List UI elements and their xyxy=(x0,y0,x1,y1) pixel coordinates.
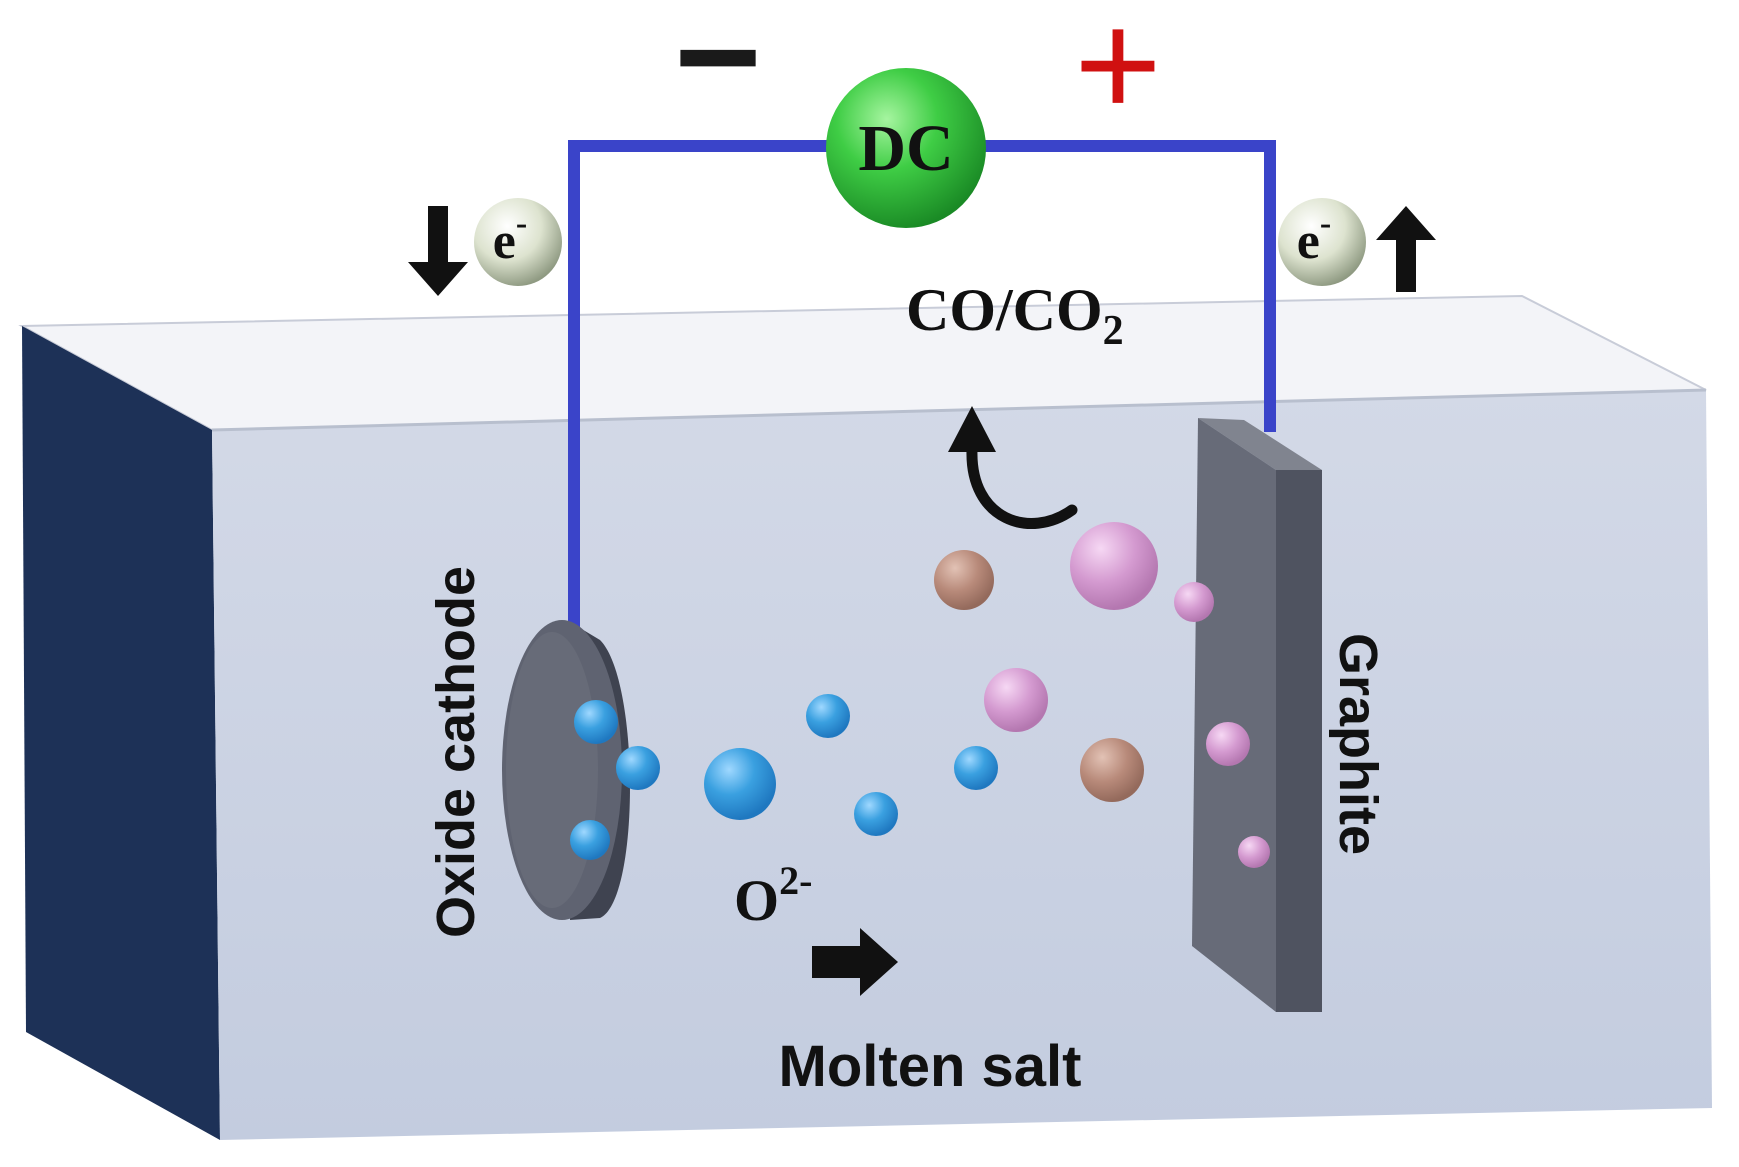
oxide-ion xyxy=(854,792,898,836)
electron-right-charge: - xyxy=(1320,205,1331,242)
right-arrow-icon xyxy=(812,928,898,996)
oxide-cathode-label: Oxide cathode xyxy=(426,566,486,938)
electron-left-charge: - xyxy=(516,205,527,242)
pink-species xyxy=(1238,836,1270,868)
dc-power-source: DC xyxy=(826,68,986,228)
gas-product-label: CO/CO2 xyxy=(906,277,1124,354)
pink-species xyxy=(984,668,1048,732)
bath-side-wall xyxy=(22,326,220,1140)
graphite-anode xyxy=(1192,418,1322,1012)
oxide-ion-symbol: O xyxy=(734,868,779,933)
brown-species xyxy=(1080,738,1144,802)
electron-right-symbol: e xyxy=(1297,213,1320,270)
oxide-ion xyxy=(704,748,776,820)
brown-species xyxy=(934,550,994,610)
oxide-ion xyxy=(954,746,998,790)
electron-left-symbol: e xyxy=(493,213,516,270)
graphite-label: Graphite xyxy=(1328,633,1388,855)
electron-left: e- xyxy=(474,198,562,286)
oxide-ions xyxy=(570,694,998,860)
molten-salt-label: Molten salt xyxy=(779,1034,1082,1099)
anode-species xyxy=(934,522,1270,868)
electron-right: e- xyxy=(1278,198,1366,286)
oxide-ion xyxy=(574,700,618,744)
curved-release-arrow-icon xyxy=(948,406,1078,529)
positive-terminal-sign: + xyxy=(1074,0,1162,148)
bath-front-top-edge xyxy=(211,388,1707,432)
molten-salt-bath xyxy=(18,294,1712,1140)
up-arrow-icon xyxy=(1376,206,1436,292)
pink-species xyxy=(1174,582,1214,622)
pink-species xyxy=(1206,722,1250,766)
negative-terminal-sign: − xyxy=(674,0,762,140)
oxide-ion xyxy=(806,694,850,738)
oxide-ion-label: O2- xyxy=(734,858,812,933)
gas-product-subscript: 2 xyxy=(1103,308,1124,354)
pink-species xyxy=(1070,522,1158,610)
oxide-ion xyxy=(570,820,610,860)
gas-product-main: CO/CO xyxy=(906,277,1103,343)
oxide-cathode-disc xyxy=(502,620,630,920)
oxide-ion xyxy=(616,746,660,790)
down-arrow-icon xyxy=(408,206,468,296)
dc-label: DC xyxy=(858,112,953,185)
oxide-ion-charge: 2- xyxy=(779,858,812,903)
svg-text:e-: e- xyxy=(1297,205,1331,270)
svg-text:e-: e- xyxy=(493,205,527,270)
